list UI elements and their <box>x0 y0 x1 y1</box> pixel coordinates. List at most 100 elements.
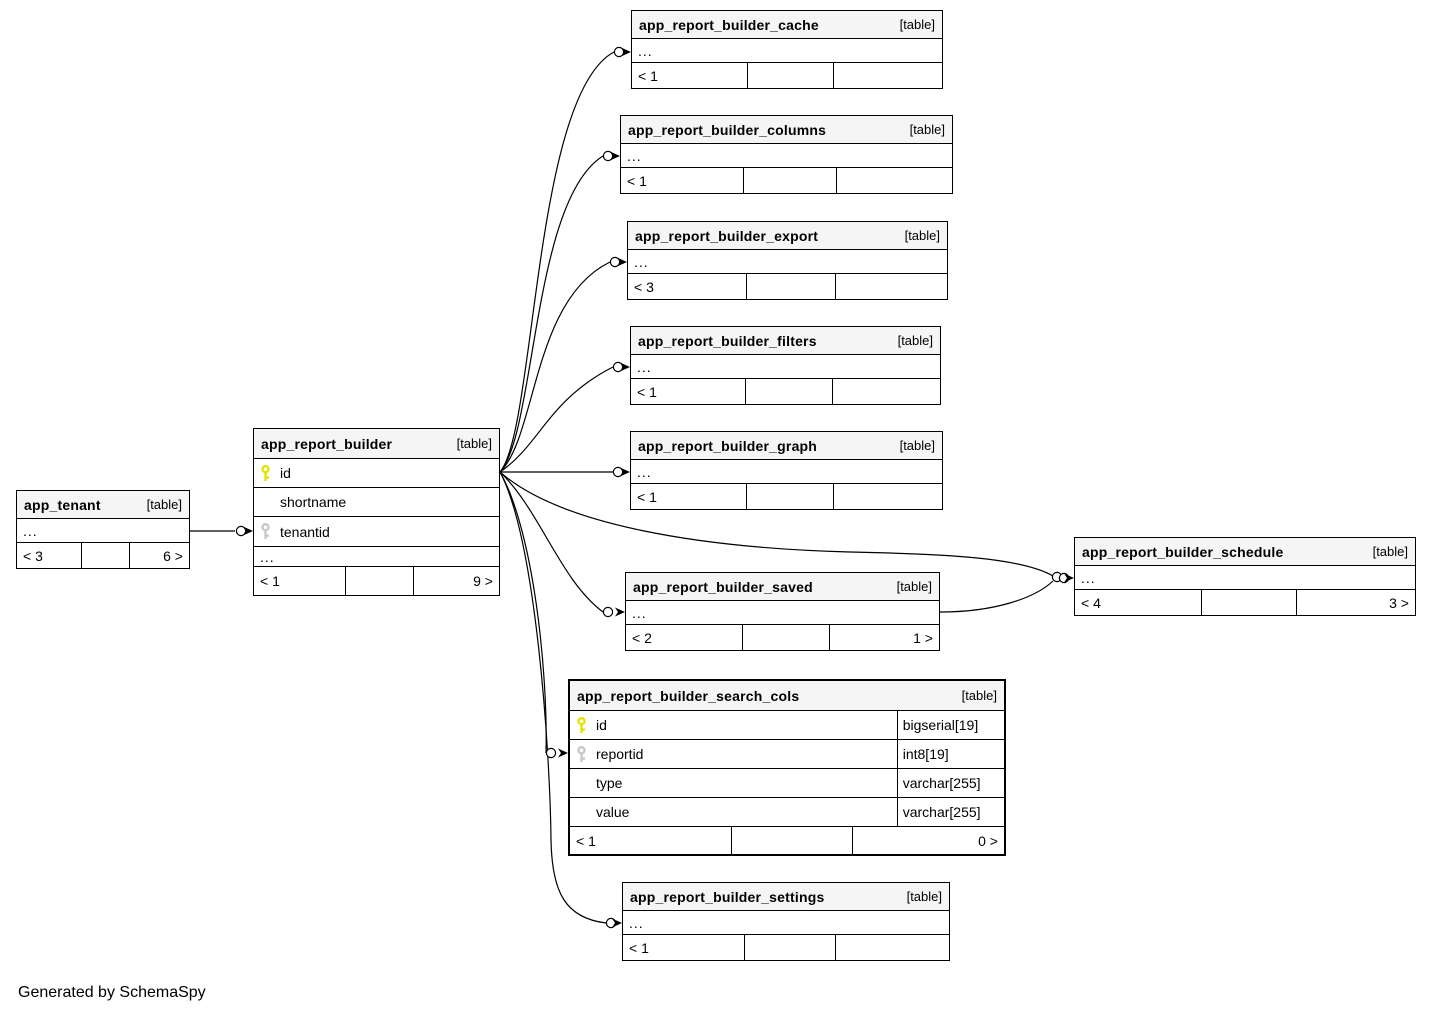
degree-mid <box>730 827 853 854</box>
zero-circle <box>602 150 614 162</box>
table-name[interactable]: app_report_builder_settings <box>630 888 825 905</box>
table-tag: [table] <box>456 436 492 451</box>
entity-table-app-report-builder-search-cols[interactable]: app_report_builder_search_cols [table] i… <box>568 679 1006 856</box>
entity-table-app-report-builder-schedule[interactable]: app_report_builder_schedule [table] ... … <box>1074 537 1416 616</box>
table-name[interactable]: app_report_builder_schedule <box>1082 543 1284 560</box>
table-tag: [table] <box>899 17 935 32</box>
entity-table-app-report-builder-export[interactable]: app_report_builder_export [table] ... < … <box>627 221 948 300</box>
degree-right: 9 > <box>413 567 499 595</box>
arrowhead <box>620 362 630 372</box>
degree-footer: < 1 0 > <box>570 827 1004 854</box>
degree-footer: < 1 <box>631 484 942 509</box>
degree-footer: < 3 6 > <box>17 543 189 568</box>
edge-builder-to-settings <box>499 471 607 924</box>
ellipsis-row: ... <box>631 460 942 484</box>
table-name[interactable]: app_tenant <box>24 496 101 513</box>
degree-mid <box>741 625 830 650</box>
foreign-key-icon <box>576 745 596 763</box>
arrowhead <box>620 467 630 477</box>
zero-circle <box>609 256 621 268</box>
generator-note: Generated by SchemaSpy <box>18 984 206 1001</box>
edge-builder-to-columns <box>499 155 604 473</box>
edge-saved-to-schedule <box>939 580 1054 613</box>
column-type: varchar[255] <box>896 798 998 826</box>
column-row-id: id <box>254 459 499 488</box>
degree-footer: < 1 <box>621 168 952 193</box>
degree-left: < 1 <box>576 832 596 849</box>
column-name: id <box>596 717 607 733</box>
column-type: bigserial[19] <box>896 711 998 739</box>
table-name[interactable]: app_report_builder_graph <box>638 437 818 454</box>
table-header: app_report_builder_schedule [table] <box>1075 538 1415 566</box>
entity-table-app-report-builder-saved[interactable]: app_report_builder_saved [table] ... < 2… <box>625 572 940 651</box>
degree-mid <box>746 63 834 88</box>
table-header: app_report_builder_columns [table] <box>621 116 952 144</box>
degree-left: < 1 <box>627 172 647 189</box>
table-name[interactable]: app_report_builder_saved <box>633 578 813 595</box>
ellipsis-row: ... <box>254 547 499 567</box>
entity-table-app-tenant[interactable]: app_tenant [table] ... < 3 6 > <box>16 490 190 569</box>
column-name: shortname <box>280 494 347 510</box>
degree-mid <box>745 379 832 404</box>
table-tag: [table] <box>904 228 940 243</box>
table-name[interactable]: app_report_builder_filters <box>638 332 817 349</box>
degree-mid <box>743 935 835 960</box>
arrowhead <box>621 47 631 57</box>
column-type: int8[19] <box>896 740 998 768</box>
arrowhead <box>612 918 622 928</box>
arrowhead <box>1064 573 1074 583</box>
table-name[interactable]: app_report_builder <box>261 435 393 452</box>
table-tag: [table] <box>896 579 932 594</box>
entity-table-app-report-builder-columns[interactable]: app_report_builder_columns [table] ... <… <box>620 115 953 194</box>
zero-circle <box>612 466 624 478</box>
arrowhead <box>617 257 627 267</box>
arrowhead <box>243 526 253 536</box>
entity-table-app-report-builder-settings[interactable]: app_report_builder_settings [table] ... … <box>622 882 950 961</box>
column-row-type: type varchar[255] <box>570 769 1004 798</box>
degree-footer: < 1 <box>623 935 949 960</box>
edge-builder-to-filters <box>499 366 614 473</box>
degree-footer: < 1 <box>632 63 942 88</box>
table-tag: [table] <box>906 889 942 904</box>
ellipsis-row: ... <box>17 519 189 543</box>
table-name[interactable]: app_report_builder_cache <box>639 16 819 33</box>
degree-left: < 4 <box>1081 594 1101 611</box>
entity-table-app-report-builder-graph[interactable]: app_report_builder_graph [table] ... < 1 <box>630 431 943 510</box>
edge-builder-to-export <box>499 261 611 473</box>
foreign-key-icon <box>260 523 280 540</box>
column-type: varchar[255] <box>896 769 998 797</box>
zero-circle <box>235 525 247 537</box>
degree-left: < 1 <box>637 383 657 400</box>
degree-right <box>833 63 942 88</box>
degree-right <box>835 274 947 299</box>
degree-left: < 3 <box>634 278 654 295</box>
table-name[interactable]: app_report_builder_columns <box>628 121 827 138</box>
column-row-value: value varchar[255] <box>570 798 1004 827</box>
entity-table-app-report-builder-cache[interactable]: app_report_builder_cache [table] ... < 1 <box>631 10 943 89</box>
ellipsis-row: ... <box>623 911 949 935</box>
degree-left: < 1 <box>629 939 649 956</box>
degree-mid <box>746 274 835 299</box>
arrowhead <box>558 748 568 758</box>
degree-right <box>833 484 942 509</box>
table-tag: [table] <box>909 122 945 137</box>
column-name: tenantid <box>280 523 330 540</box>
degree-right <box>836 168 952 193</box>
ellipsis-row: ... <box>628 250 947 274</box>
table-tag: [table] <box>961 688 997 703</box>
table-header: app_report_builder_export [table] <box>628 222 947 250</box>
table-name[interactable]: app_report_builder_search_cols <box>577 687 800 704</box>
table-tag: [table] <box>899 438 935 453</box>
degree-left: < 2 <box>632 629 652 646</box>
column-name: value <box>596 804 630 820</box>
entity-table-app-report-builder[interactable]: app_report_builder [table] id shortname <box>253 428 500 596</box>
table-name[interactable]: app_report_builder_export <box>635 227 819 244</box>
entity-table-app-report-builder-filters[interactable]: app_report_builder_filters [table] ... <… <box>630 326 941 405</box>
edge-builder-to-schedule <box>499 471 1054 577</box>
table-header: app_report_builder_settings [table] <box>623 883 949 911</box>
degree-right: 1 > <box>829 625 939 650</box>
table-header: app_report_builder_saved [table] <box>626 573 939 601</box>
primary-key-icon <box>260 464 280 482</box>
